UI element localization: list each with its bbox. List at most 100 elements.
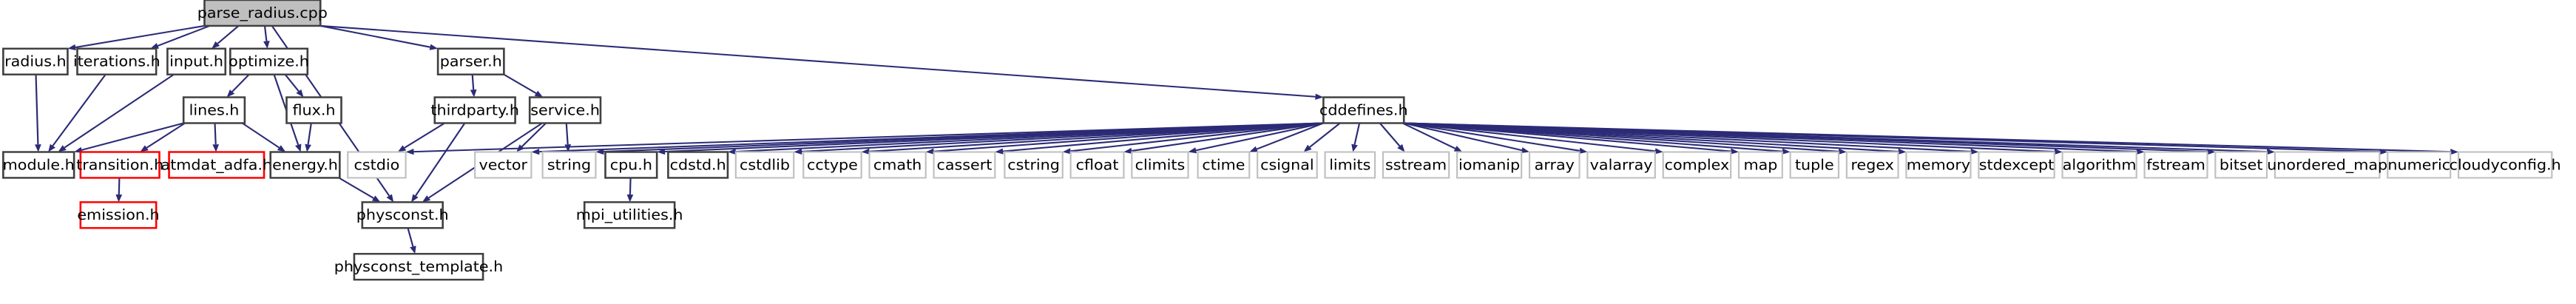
node-box[interactable] (1322, 96, 1405, 124)
node-box[interactable] (1789, 151, 1840, 179)
graph-node-cassert[interactable]: cassert (933, 151, 996, 179)
graph-node-climits[interactable]: climits (1131, 151, 1189, 179)
graph-node-ctime[interactable]: ctime (1197, 151, 1251, 179)
graph-node-physconst_template[interactable]: physconst_template.h (334, 252, 503, 281)
node-box[interactable] (168, 151, 266, 179)
graph-node-vector[interactable]: vector (474, 151, 533, 179)
graph-node-algorithm[interactable]: algorithm (2061, 151, 2137, 179)
graph-node-module[interactable]: module.h (2, 151, 75, 179)
node-box[interactable] (1069, 151, 1125, 179)
node-box[interactable] (285, 96, 342, 124)
graph-node-bitset[interactable]: bitset (2214, 151, 2268, 179)
node-box[interactable] (79, 201, 158, 229)
node-box[interactable] (2, 47, 69, 75)
node-box[interactable] (269, 151, 341, 179)
node-box[interactable] (203, 0, 322, 27)
graph-node-string[interactable]: string (541, 151, 597, 179)
graph-node-cfloat[interactable]: cfloat (1069, 151, 1125, 179)
graph-node-array[interactable]: array (1528, 151, 1581, 179)
graph-node-iterations[interactable]: iterations.h (73, 47, 160, 75)
graph-node-cstdlib[interactable]: cstdlib (734, 151, 795, 179)
node-box[interactable] (2457, 151, 2553, 179)
node-box[interactable] (1528, 151, 1581, 179)
node-box[interactable] (667, 151, 729, 179)
graph-node-optimize[interactable]: optimize.h (229, 47, 309, 75)
graph-node-lines[interactable]: lines.h (182, 96, 246, 124)
node-box[interactable] (182, 96, 246, 124)
graph-node-cmath[interactable]: cmath (868, 151, 927, 179)
node-box[interactable] (734, 151, 795, 179)
graph-node-energy[interactable]: energy.h (269, 151, 341, 179)
graph-node-input[interactable]: input.h (166, 47, 227, 75)
node-box[interactable] (79, 151, 160, 179)
node-box[interactable] (1905, 151, 1972, 179)
node-box[interactable] (1131, 151, 1189, 179)
node-box[interactable] (1257, 151, 1318, 179)
node-box[interactable] (1197, 151, 1251, 179)
node-box[interactable] (1737, 151, 1783, 179)
graph-node-cpu[interactable]: cpu.h (604, 151, 658, 179)
graph-node-sstream[interactable]: sstream (1382, 151, 1450, 179)
graph-node-map[interactable]: map (1737, 151, 1783, 179)
graph-node-mpi_utilities[interactable]: mpi_utilities.h (576, 201, 683, 229)
node-box[interactable] (1004, 151, 1064, 179)
graph-node-atmdat_adfa[interactable]: atmdat_adfa.h (161, 151, 272, 179)
node-box[interactable] (583, 201, 676, 229)
graph-node-flux[interactable]: flux.h (285, 96, 342, 124)
node-box[interactable] (2, 151, 75, 179)
node-box[interactable] (528, 96, 602, 124)
graph-node-cloudyconfig[interactable]: cloudyconfig.h (2450, 151, 2561, 179)
node-box[interactable] (1456, 151, 1523, 179)
graph-node-memory[interactable]: memory (1905, 151, 1972, 179)
node-box[interactable] (166, 47, 227, 75)
graph-node-radius[interactable]: radius.h (2, 47, 69, 75)
node-box[interactable] (2214, 151, 2268, 179)
node-box[interactable] (802, 151, 862, 179)
node-box[interactable] (933, 151, 996, 179)
node-box[interactable] (1845, 151, 1899, 179)
node-box[interactable] (474, 151, 533, 179)
graph-node-physconst[interactable]: physconst.h (356, 201, 449, 229)
graph-node-numeric[interactable]: numeric (2387, 151, 2452, 179)
graph-node-cctype[interactable]: cctype (802, 151, 862, 179)
node-box[interactable] (347, 151, 407, 179)
node-box[interactable] (868, 151, 927, 179)
graph-node-iomanip[interactable]: iomanip (1456, 151, 1523, 179)
node-box[interactable] (76, 47, 158, 75)
graph-node-cddefines[interactable]: cddefines.h (1319, 96, 1408, 124)
graph-node-csignal[interactable]: csignal (1257, 151, 1318, 179)
node-box[interactable] (2387, 151, 2452, 179)
node-box[interactable] (1586, 151, 1656, 179)
graph-node-stdexcept[interactable]: stdexcept (1978, 151, 2055, 179)
node-box[interactable] (1324, 151, 1376, 179)
graph-node-valarray[interactable]: valarray (1586, 151, 1656, 179)
graph-node-parse_radius[interactable]: parse_radius.cpp (197, 0, 328, 27)
node-box[interactable] (1978, 151, 2055, 179)
node-box[interactable] (2274, 151, 2381, 179)
graph-node-cstring[interactable]: cstring (1004, 151, 1064, 179)
graph-node-unordered_map[interactable]: unordered_map (2267, 151, 2387, 179)
graph-node-service[interactable]: service.h (528, 96, 602, 124)
graph-node-thirdparty[interactable]: thirdparty.h (430, 96, 519, 124)
node-box[interactable] (2143, 151, 2208, 179)
graph-node-tuple[interactable]: tuple (1789, 151, 1840, 179)
node-box[interactable] (436, 47, 505, 75)
graph-node-cstdio[interactable]: cstdio (347, 151, 407, 179)
node-box[interactable] (353, 252, 484, 281)
node-box[interactable] (1662, 151, 1732, 179)
graph-node-parser[interactable]: parser.h (436, 47, 505, 75)
node-box[interactable] (541, 151, 597, 179)
graph-node-limits[interactable]: limits (1324, 151, 1376, 179)
graph-node-emission[interactable]: emission.h (77, 201, 160, 229)
graph-node-regex[interactable]: regex (1845, 151, 1899, 179)
graph-node-transition[interactable]: transition.h (76, 151, 163, 179)
graph-node-fstream[interactable]: fstream (2143, 151, 2208, 179)
graph-node-complex[interactable]: complex (1662, 151, 1732, 179)
node-box[interactable] (1382, 151, 1450, 179)
node-box[interactable] (433, 96, 516, 124)
node-box[interactable] (604, 151, 658, 179)
graph-node-cdstd[interactable]: cdstd.h (667, 151, 729, 179)
node-box[interactable] (2061, 151, 2137, 179)
node-box[interactable] (361, 201, 444, 229)
node-box[interactable] (229, 47, 309, 75)
